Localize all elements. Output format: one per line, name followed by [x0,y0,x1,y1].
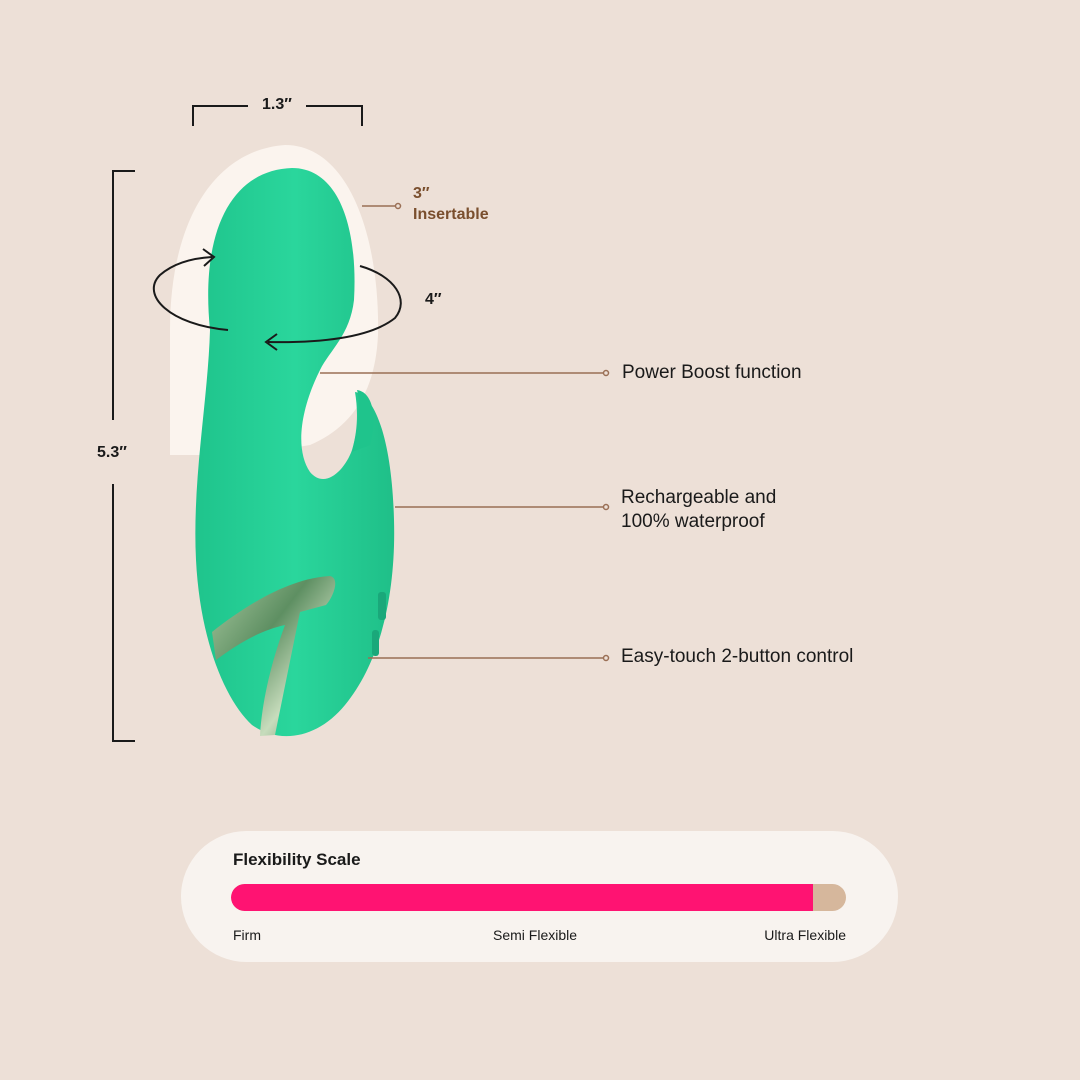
flexibility-scale-card: Flexibility Scale Firm Semi Flexible Ult… [181,831,898,962]
length-bracket [112,170,135,742]
flexibility-title: Flexibility Scale [233,850,361,869]
length-label: 5.3″ [97,444,127,461]
flexibility-label-ultra: Ultra Flexible [764,927,846,943]
feature-waterproof: 100% waterproof [621,511,765,532]
flexibility-label-firm: Firm [233,927,261,943]
button-top [378,592,386,620]
width-label: 1.3″ [262,96,292,113]
button-bottom [372,630,379,656]
flexibility-fill [231,884,813,911]
feature-buttons: Easy-touch 2-button control [621,646,854,667]
product-body [195,168,395,737]
rotation-arrow-left [153,256,229,331]
flexibility-label-semi: Semi Flexible [493,927,578,943]
chrome-band [212,576,336,736]
rotation-arrow-right [267,265,402,344]
insertable-value: 3″ [413,185,430,202]
product-arm-tip [352,390,374,452]
feature-rechargeable: Rechargeable and [621,487,777,508]
width-bracket [192,105,363,126]
flexibility-track [231,884,846,911]
circumference-label: 4″ [425,291,442,308]
insertable-label: Insertable [413,206,489,223]
feature-power-boost: Power Boost function [622,362,802,383]
